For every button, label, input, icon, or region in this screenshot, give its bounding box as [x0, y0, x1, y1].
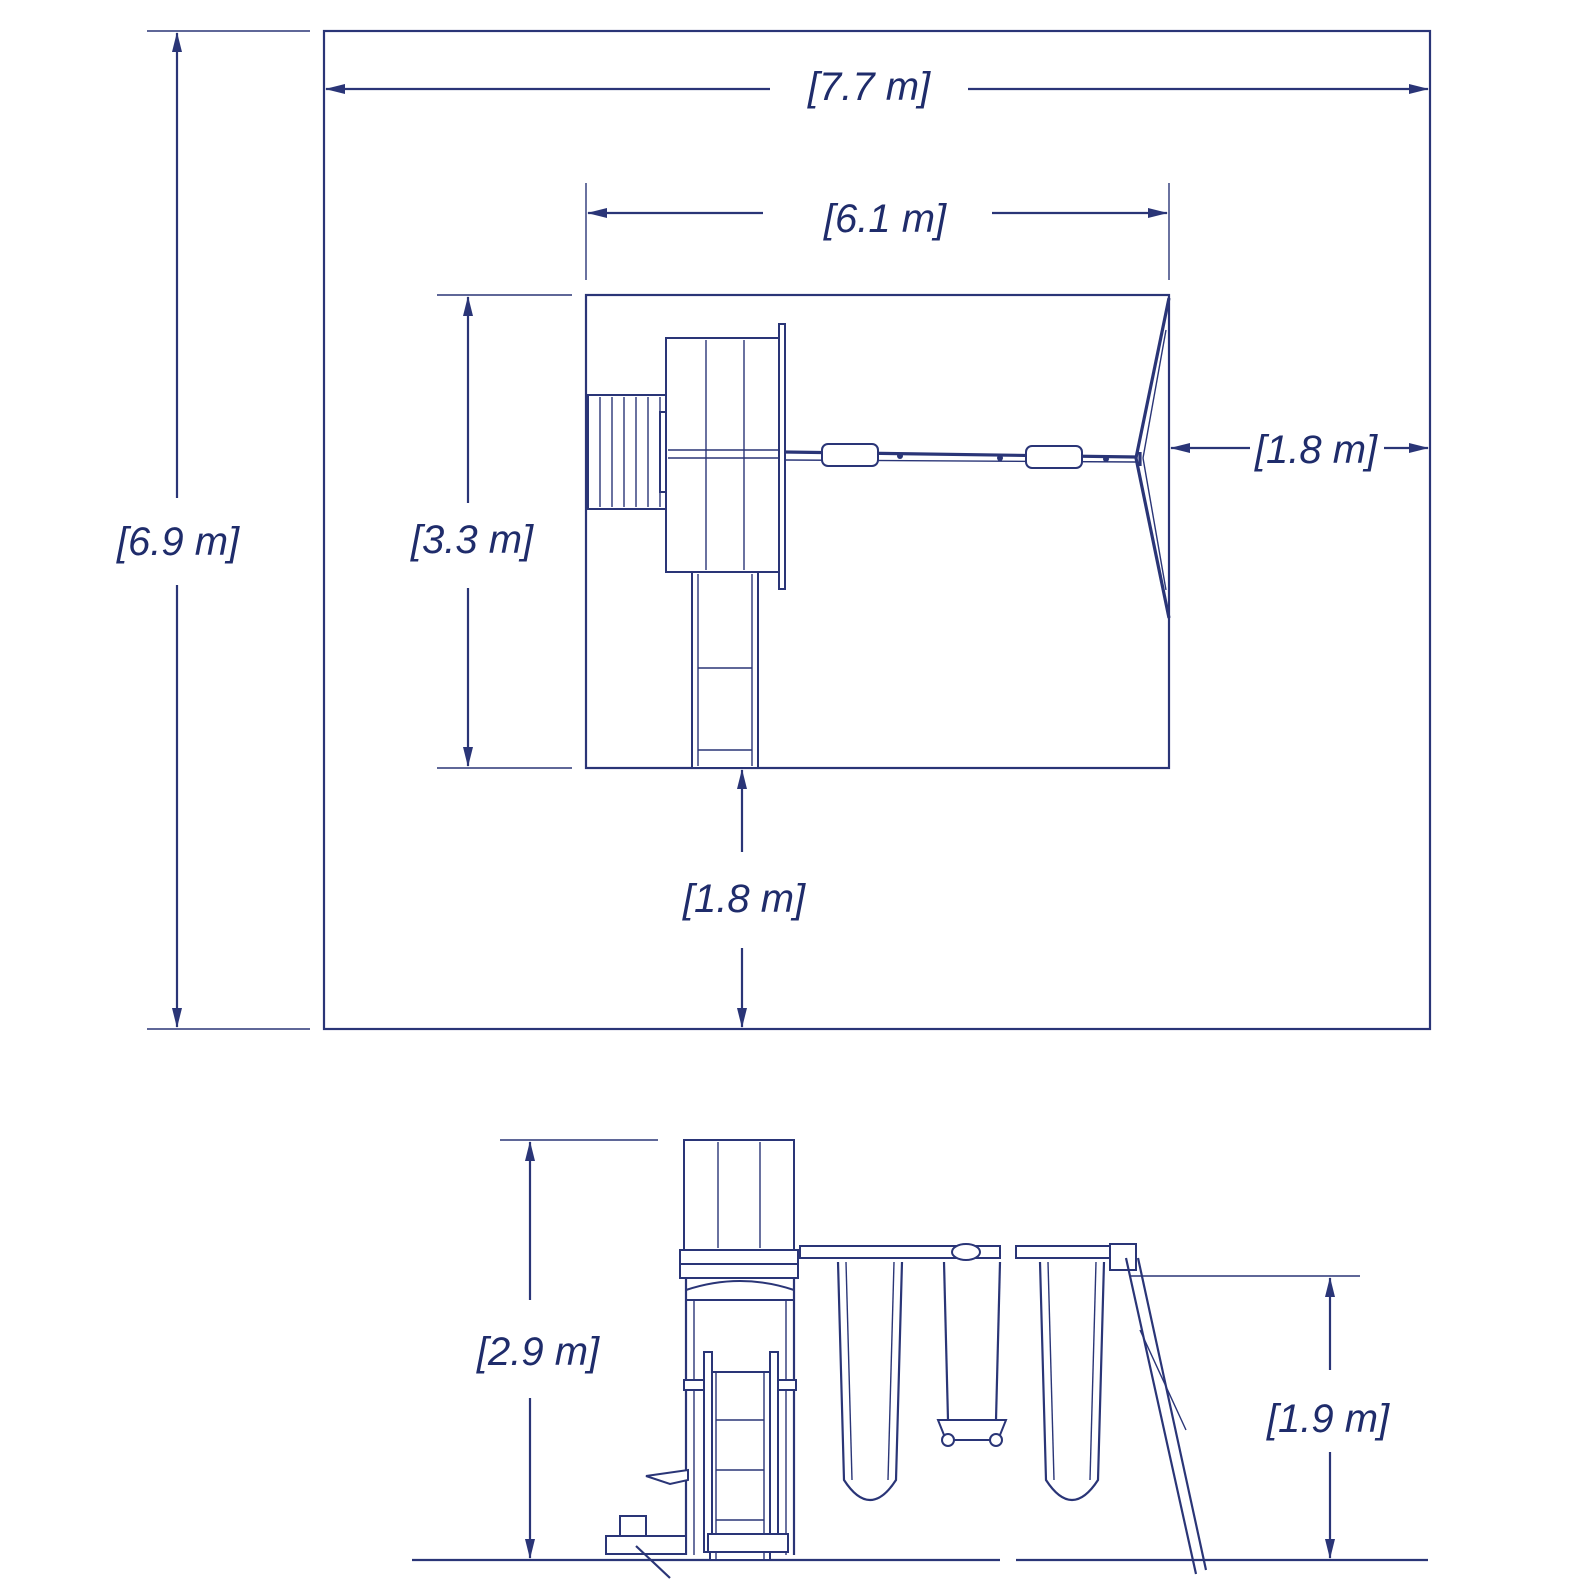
set-depth-label: [3.3 m]	[410, 518, 534, 562]
swing-beam-side	[799, 1243, 1208, 1575]
tower-height-dimension: [2.9 m]	[476, 1139, 658, 1559]
overall-width-label: [7.7 m]	[807, 65, 931, 109]
tower-side-drawing	[605, 1139, 799, 1579]
swing-height-dimension: [1.9 m]	[1130, 1275, 1390, 1559]
entry-steps-top	[587, 394, 667, 510]
swing-2-side	[1038, 1261, 1106, 1501]
side-view: [2.9 m] [1.9 m]	[412, 1139, 1428, 1579]
overall-depth-dimension: [6.9 m]	[116, 30, 310, 1030]
swing-beam-top	[784, 443, 1137, 469]
swing-seat-top-1	[821, 443, 879, 467]
tower-roof-top	[659, 323, 786, 590]
overall-width-dimension: [7.7 m]	[325, 65, 1429, 109]
front-clearance-label: [1.8 m]	[682, 877, 806, 921]
overall-depth-label: [6.9 m]	[116, 520, 240, 564]
tower-height-label: [2.9 m]	[476, 1330, 600, 1374]
side-clearance-dimension: [1.8 m]	[1170, 428, 1429, 472]
swing-height-label: [1.9 m]	[1266, 1397, 1390, 1441]
top-view: [7.7 m] [6.1 m] [6.9 m] [3.3 m]	[116, 29, 1432, 1031]
swing-1-side	[836, 1261, 904, 1501]
front-clearance-dimension: [1.8 m]	[682, 769, 806, 1028]
swing-seat-top-2	[1025, 445, 1083, 469]
slide-top	[691, 571, 759, 769]
safety-zone-outline	[322, 29, 1432, 1031]
set-depth-dimension: [3.3 m]	[410, 294, 572, 769]
a-frame-top	[1134, 297, 1171, 619]
playset-top-drawing	[587, 297, 1171, 769]
set-width-dimension: [6.1 m]	[585, 183, 1170, 280]
step-side	[645, 1468, 689, 1486]
slide-side	[709, 1371, 771, 1561]
side-clearance-label: [1.8 m]	[1254, 428, 1378, 472]
trapeze-swing-side	[936, 1261, 1008, 1447]
set-width-label: [6.1 m]	[823, 197, 947, 241]
